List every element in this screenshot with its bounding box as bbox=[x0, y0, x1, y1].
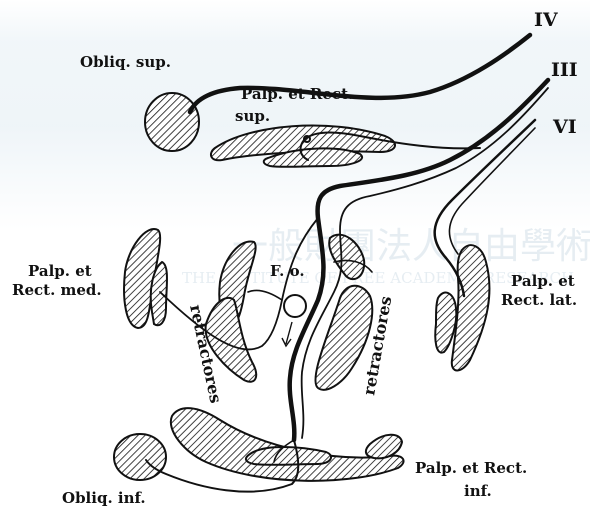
obliquus-inferior-muscle bbox=[114, 434, 166, 480]
label-palp-rect-sup-line1: Palp. et Rect. bbox=[241, 85, 353, 103]
label-nerve-iii: III bbox=[551, 59, 578, 81]
label-palp-rect-sup-line2: sup. bbox=[235, 107, 270, 125]
label-foramen-opticum: F. o. bbox=[270, 262, 305, 280]
palpebral-lateral-muscle bbox=[452, 245, 490, 370]
label-palp-rect-med-line2: Rect. med. bbox=[12, 281, 102, 299]
foramen-opticum-circle bbox=[284, 295, 306, 317]
label-obliq-inf: Obliq. inf. bbox=[62, 489, 146, 507]
nerve-retractor-branch-left bbox=[248, 290, 282, 300]
label-palp-rect-inf-line1: Palp. et Rect. bbox=[415, 459, 527, 477]
label-palp-rect-med-line1: Palp. et bbox=[28, 262, 92, 280]
rectus-inferior-muscle bbox=[246, 447, 331, 465]
label-palp-rect-lat-line2: Rect. lat. bbox=[501, 291, 577, 309]
label-nerve-iv: IV bbox=[534, 9, 559, 31]
label-obliq-sup: Obliq. sup. bbox=[80, 53, 171, 71]
label-palp-rect-inf-line2: inf. bbox=[464, 482, 492, 500]
watermark-chinese: 一般財團法人自由學術研究所 bbox=[232, 226, 590, 267]
label-palp-rect-lat-line1: Palp. et bbox=[511, 272, 575, 290]
obliquus-superior-muscle bbox=[145, 93, 199, 151]
label-nerve-vi: VI bbox=[552, 116, 577, 138]
